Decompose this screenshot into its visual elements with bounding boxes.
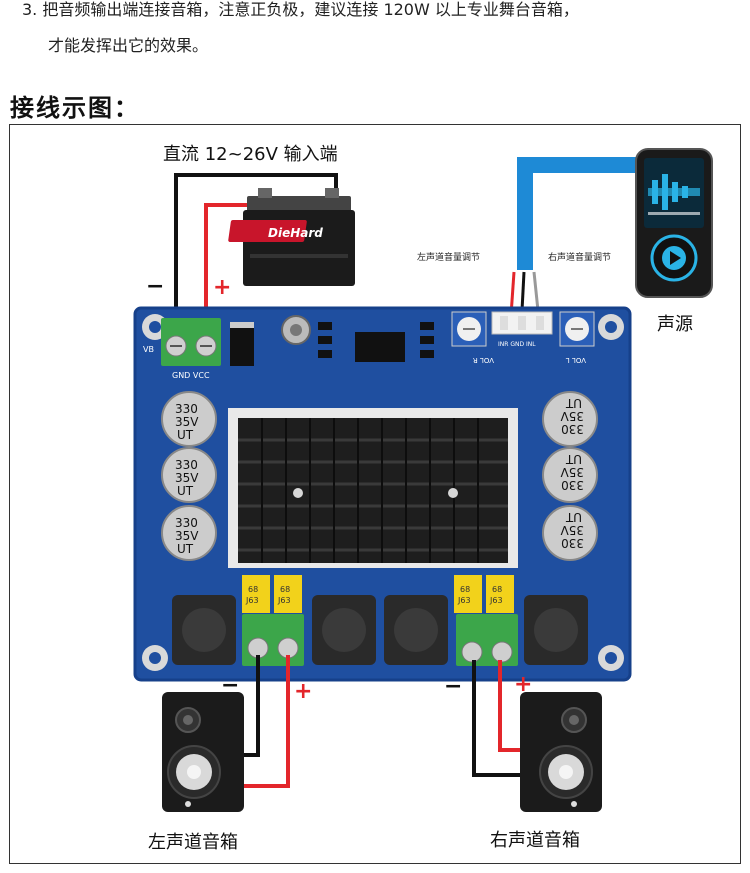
left-plus-sign: + — [294, 679, 313, 704]
battery-brand: DieHard — [268, 226, 323, 240]
svg-text:J63: J63 — [277, 596, 291, 605]
right-speaker-wire-red — [498, 660, 520, 752]
svg-text:35V: 35V — [175, 529, 199, 543]
svg-text:68: 68 — [248, 585, 258, 594]
left-speaker-label: 左声道音箱 — [148, 832, 238, 853]
svg-text:UT: UT — [177, 484, 194, 498]
audio-source-label: 声源 — [657, 314, 693, 335]
power-minus-sign: − — [146, 274, 165, 299]
svg-text:35V: 35V — [560, 409, 584, 423]
audio-player — [635, 148, 713, 298]
amplifier-board: VB GND VCC VOL R VOL L INR GND INL — [133, 306, 632, 682]
svg-text:35V: 35V — [175, 415, 199, 429]
diagram-frame — [9, 124, 741, 864]
svg-text:J63: J63 — [489, 596, 503, 605]
intro-line-1: 3. 把音频输出端连接音箱，注意正负极，建议连接 120W 以上专业舞台音箱， — [22, 0, 579, 19]
silk-input: INR GND INL — [498, 341, 536, 348]
svg-text:330: 330 — [175, 402, 198, 416]
inductor-1 — [172, 595, 236, 665]
inductor-3 — [384, 595, 448, 665]
svg-text:J63: J63 — [457, 596, 471, 605]
cap-left-3: 330 35V UT — [161, 505, 217, 561]
battery: DieHard — [228, 188, 355, 286]
right-speaker — [520, 692, 602, 812]
cap-left-2: 330 35V UT — [161, 447, 217, 503]
svg-text:330: 330 — [175, 458, 198, 472]
svg-text:UT: UT — [565, 510, 582, 524]
svg-text:35V: 35V — [560, 523, 584, 537]
left-speaker-wire-red — [244, 655, 290, 788]
cap-right-3: 330 35V UT — [542, 505, 598, 561]
right-volume-label: 右声道音量调节 — [548, 253, 612, 263]
right-minus-sign: − — [444, 674, 463, 699]
section-title: 接线示图： — [10, 94, 140, 122]
right-plus-sign: + — [514, 672, 533, 697]
svg-text:J63: J63 — [245, 596, 259, 605]
inductor-2 — [312, 595, 376, 665]
inductor-4 — [524, 595, 588, 665]
svg-text:35V: 35V — [175, 471, 199, 485]
intro-text: 3. 把音频输出端连接音箱，注意正负极，建议连接 120W 以上专业舞台音箱， … — [22, 0, 742, 64]
left-minus-sign: − — [221, 673, 240, 698]
left-speaker-wire-black — [244, 655, 260, 757]
svg-text:330: 330 — [175, 516, 198, 530]
right-speaker-wire-black — [472, 660, 520, 777]
left-volume-label: 左声道音量调节 — [417, 253, 481, 263]
svg-text:UT: UT — [177, 542, 194, 556]
svg-text:UT: UT — [565, 396, 582, 410]
silk-gnd-vcc: GND VCC — [172, 371, 210, 380]
power-wire-red — [204, 203, 262, 335]
cap-right-2: 330 35V UT — [542, 447, 598, 503]
power-input-label: 直流 12~26V 输入端 — [163, 144, 338, 165]
silk-vol-r: VOL R — [473, 356, 494, 364]
svg-text:UT: UT — [565, 452, 582, 466]
cap-right-1: 330 35V UT — [542, 391, 598, 447]
svg-text:68: 68 — [460, 585, 470, 594]
power-plus-sign: + — [213, 275, 232, 300]
silk-vol-l: VOL L — [566, 356, 586, 364]
cap-left-1: 330 35V UT — [161, 391, 217, 447]
svg-text:68: 68 — [492, 585, 502, 594]
svg-text:330: 330 — [561, 422, 584, 436]
silk-vb: VB — [143, 345, 154, 354]
left-speaker — [162, 692, 244, 812]
intro-line-2: 才能发挥出它的效果。 — [48, 36, 209, 55]
right-speaker-terminal — [456, 614, 518, 666]
right-speaker-label: 右声道音箱 — [490, 830, 580, 851]
left-speaker-terminal — [242, 614, 304, 666]
svg-text:35V: 35V — [560, 465, 584, 479]
svg-text:68: 68 — [280, 585, 290, 594]
svg-text:UT: UT — [177, 428, 194, 442]
audio-cable-blue — [517, 157, 640, 270]
svg-text:330: 330 — [561, 536, 584, 550]
svg-text:330: 330 — [561, 478, 584, 492]
